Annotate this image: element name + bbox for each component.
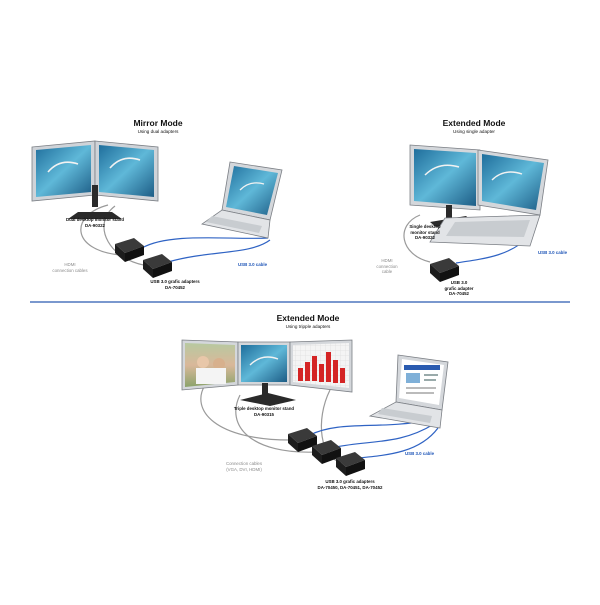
usb-adapter <box>336 452 365 476</box>
extended-single-subtitle: Using single adapter <box>453 129 495 134</box>
hdmi-label-line: HDMI <box>64 262 76 267</box>
mirror-mode-title: Mirror Mode <box>133 118 183 128</box>
adapter-label-text: USB 3.0 grafic adapters <box>150 279 200 284</box>
stand-code-text: DA-90322 <box>84 222 105 228</box>
adapter-label-line: USB 3.0 <box>450 280 468 285</box>
usb-adapter <box>288 428 317 452</box>
adapter-code-text: DA-70452 <box>164 284 185 290</box>
monitor-photo <box>181 339 239 391</box>
hdmi-label: HDMI connection cable <box>370 258 404 275</box>
single-monitor <box>409 144 481 211</box>
triple-monitor-stand <box>240 383 296 406</box>
hdmi-cable <box>403 214 431 263</box>
usb-cable <box>335 423 435 448</box>
video-cable <box>200 384 291 441</box>
extended-single-title: Extended Mode <box>442 118 506 128</box>
hdmi-label: HDMI connection cables <box>40 262 100 273</box>
usb-cable-label: USB 3.0 cable <box>537 250 568 255</box>
adapter-label-line: grafic adapter <box>444 285 474 291</box>
adapter-codes-text: DA-70450, DA-70451, DA-70452 <box>317 484 383 490</box>
stand-label: Dual desktop monitor stand DA-90322 <box>50 217 140 228</box>
stand-code-text: DA-90315 <box>253 411 274 417</box>
usb-cable <box>357 427 439 459</box>
adapter-label-text: USB 3.0 grafic adapters <box>325 479 375 484</box>
video-cable <box>320 389 343 463</box>
usb-adapter <box>430 258 459 282</box>
hdmi-cable <box>80 204 121 256</box>
usb-adapter <box>115 238 144 262</box>
hdmi-label-line: HDMI <box>381 258 393 263</box>
monitor-chart <box>289 339 353 393</box>
stand-label-text: Triple desktop monitor stand <box>233 406 295 411</box>
stand-label: Single desktop monitor stand DA-90322 <box>398 224 452 241</box>
usb-adapter <box>312 440 341 464</box>
connection-cables-label: Connection cables (VGA, DVI, HDMI) <box>208 461 280 472</box>
monitor-right <box>94 140 159 202</box>
usb-cable <box>167 239 271 263</box>
extended-triple-title: Extended Mode <box>276 313 340 323</box>
hdmi-label-line: connection <box>376 263 398 269</box>
stand-label: Triple desktop monitor stand DA-90315 <box>222 406 306 417</box>
laptop <box>429 149 549 247</box>
dual-monitor-stand <box>68 185 122 219</box>
hdmi-label-line: cable <box>381 269 393 275</box>
extended-triple-subtitle: Using tripple adapters <box>285 324 331 329</box>
hdmi-label-line: connection cables <box>52 267 88 273</box>
usb-adapter <box>143 254 172 278</box>
usb-cable-label: USB 3.0 cable <box>404 451 435 456</box>
mirror-mode-diagram <box>31 140 283 278</box>
adapter-label: USB 3.0 grafic adapters DA-70450, DA-704… <box>300 479 400 490</box>
usb-cable <box>141 237 269 249</box>
laptop <box>201 161 283 239</box>
video-cable <box>235 394 319 453</box>
laptop <box>368 354 449 429</box>
usb-cable-label: USB 3.0 cable <box>237 262 268 267</box>
cables-label-line: Connection cables <box>225 461 263 466</box>
stand-label-line: Single desktop <box>409 224 441 229</box>
extended-single-diagram <box>403 144 549 282</box>
cables-label-line: (VGA, DVI, HDMI) <box>226 466 262 472</box>
stand-label-text: Dual desktop monitor stand <box>65 217 125 222</box>
monitor-left <box>31 140 96 202</box>
extended-triple-diagram <box>181 339 449 476</box>
stand-code-text: DA-90322 <box>414 235 435 241</box>
adapter-code-text: DA-70452 <box>448 291 469 297</box>
mirror-mode-subtitle: Using dual adapters <box>137 129 179 134</box>
stand-label-line: monitor stand <box>410 229 440 235</box>
adapter-label: USB 3.0 grafic adapters DA-70452 <box>135 279 215 290</box>
monitor-center <box>237 341 291 386</box>
adapter-label: USB 3.0 grafic adapter DA-70452 <box>432 280 486 297</box>
